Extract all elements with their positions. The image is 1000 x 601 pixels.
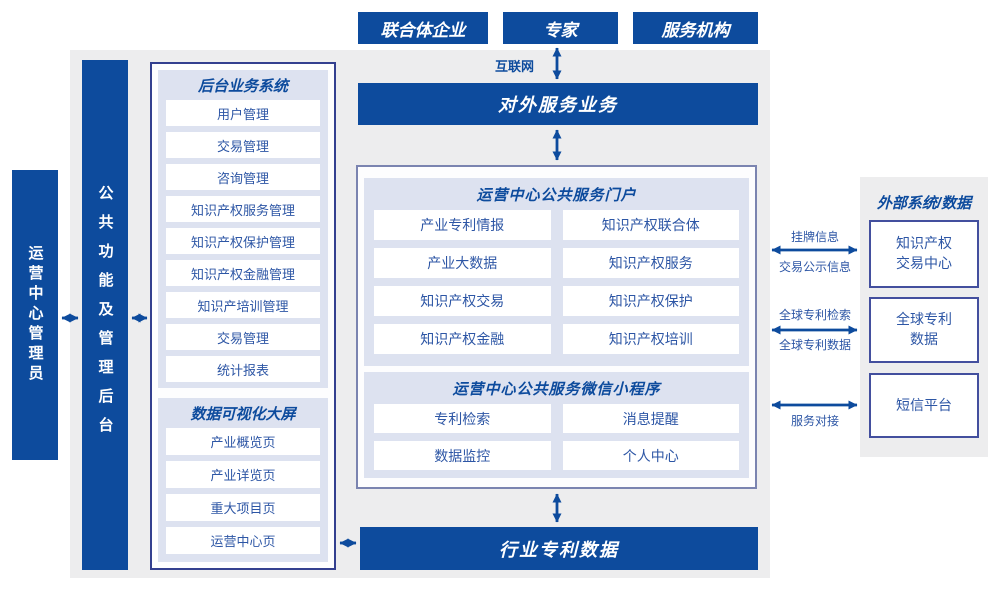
backend-item: 知识产权金融管理 [166, 260, 320, 286]
dataviz-panel: 数据可视化大屏 产业概览页 产业详览页 重大项目页 运营中心页 [158, 398, 328, 562]
actor-label: 联合体企业 [380, 20, 466, 40]
actor-label: 专家 [543, 20, 578, 40]
miniprogram-item: 数据监控 [374, 441, 551, 470]
miniprogram-title: 运营中心公共服务微信小程序 [452, 380, 661, 398]
portal-item: 知识产权服务 [562, 248, 739, 278]
actor-experts: 专家 [503, 12, 618, 44]
external-service-bar: 对外服务业务 [358, 83, 758, 125]
portal-item: 知识产权培训 [562, 324, 739, 354]
dataviz-title: 数据可视化大屏 [190, 405, 296, 423]
link-label-service-integration: 服务对接 [790, 414, 839, 428]
miniprogram-item: 个人中心 [562, 441, 739, 470]
dataviz-item: 产业概览页 [166, 428, 320, 455]
miniprogram-item: 专利检索 [374, 404, 551, 433]
backend-item: 交易管理 [166, 132, 320, 158]
link-label-global-patent-data: 全球专利数据 [778, 338, 851, 352]
backend-item: 知识产权保护管理 [166, 228, 320, 254]
miniprogram-item: 消息提醒 [562, 404, 739, 433]
portal-item: 知识产权联合体 [562, 210, 739, 240]
backend-item: 统计报表 [166, 356, 320, 382]
ops-center-admin-label: 运营中心管理员 [26, 245, 44, 385]
portal-item: 产业大数据 [374, 248, 551, 278]
link-label-listing-info: 挂牌信息 [790, 230, 839, 244]
industry-patent-data-label: 行业专利数据 [499, 539, 619, 560]
backend-outer-box: 后台业务系统 用户管理 交易管理 咨询管理 知识产权服务管理 知识产权保护管理 … [150, 62, 336, 570]
backend-item: 咨询管理 [166, 164, 320, 190]
portal-outer-box: 运营中心公共服务门户 产业专利情报 知识产权联合体 产业大数据 知识产权服务 知… [356, 165, 757, 489]
internet-label: 互联网 [494, 59, 534, 74]
backend-system-title: 后台业务系统 [197, 77, 288, 95]
portal-title: 运营中心公共服务门户 [476, 186, 637, 204]
ops-center-admin-box: 运营中心管理员 [12, 170, 58, 460]
backend-system-panel: 后台业务系统 用户管理 交易管理 咨询管理 知识产权服务管理 知识产权保护管理 … [158, 70, 328, 388]
link-label-global-patent-search: 全球专利检索 [778, 308, 851, 322]
dataviz-item: 产业详览页 [166, 461, 320, 488]
backend-item: 知识产权服务管理 [166, 196, 320, 222]
portal-item: 知识产权金融 [374, 324, 551, 354]
external-systems-title: 外部系统/数据 [876, 195, 972, 212]
backend-item: 知识产培训管理 [166, 292, 320, 318]
backend-item: 交易管理 [166, 324, 320, 350]
portal-panel: 运营中心公共服务门户 产业专利情报 知识产权联合体 产业大数据 知识产权服务 知… [364, 178, 749, 366]
public-functions-backend-box: 公共功能及管理后台 [82, 60, 128, 570]
link-label-trade-public-info: 交易公示信息 [778, 260, 851, 274]
portal-item: 知识产权交易 [374, 286, 551, 316]
miniprogram-panel: 运营中心公共服务微信小程序 专利检索 消息提醒 数据监控 个人中心 [364, 372, 749, 478]
dataviz-item: 重大项目页 [166, 494, 320, 521]
external-box-ip-trading-center: 知识产权 交易中心 [869, 220, 979, 288]
portal-item: 产业专利情报 [374, 210, 551, 240]
actor-consortium-enterprises: 联合体企业 [358, 12, 488, 44]
external-box-global-patent-data: 全球专利 数据 [869, 297, 979, 363]
external-service-label: 对外服务业务 [498, 95, 618, 115]
external-box-sms-platform: 短信平台 [869, 373, 979, 438]
industry-patent-data-bar: 行业专利数据 [360, 527, 758, 570]
actor-label: 服务机构 [661, 20, 730, 40]
actor-service-organizations: 服务机构 [633, 12, 758, 44]
portal-item: 知识产权保护 [562, 286, 739, 316]
dataviz-item: 运营中心页 [166, 527, 320, 554]
backend-item: 用户管理 [166, 100, 320, 126]
public-functions-backend-label: 公共功能及管理后台 [96, 184, 114, 446]
